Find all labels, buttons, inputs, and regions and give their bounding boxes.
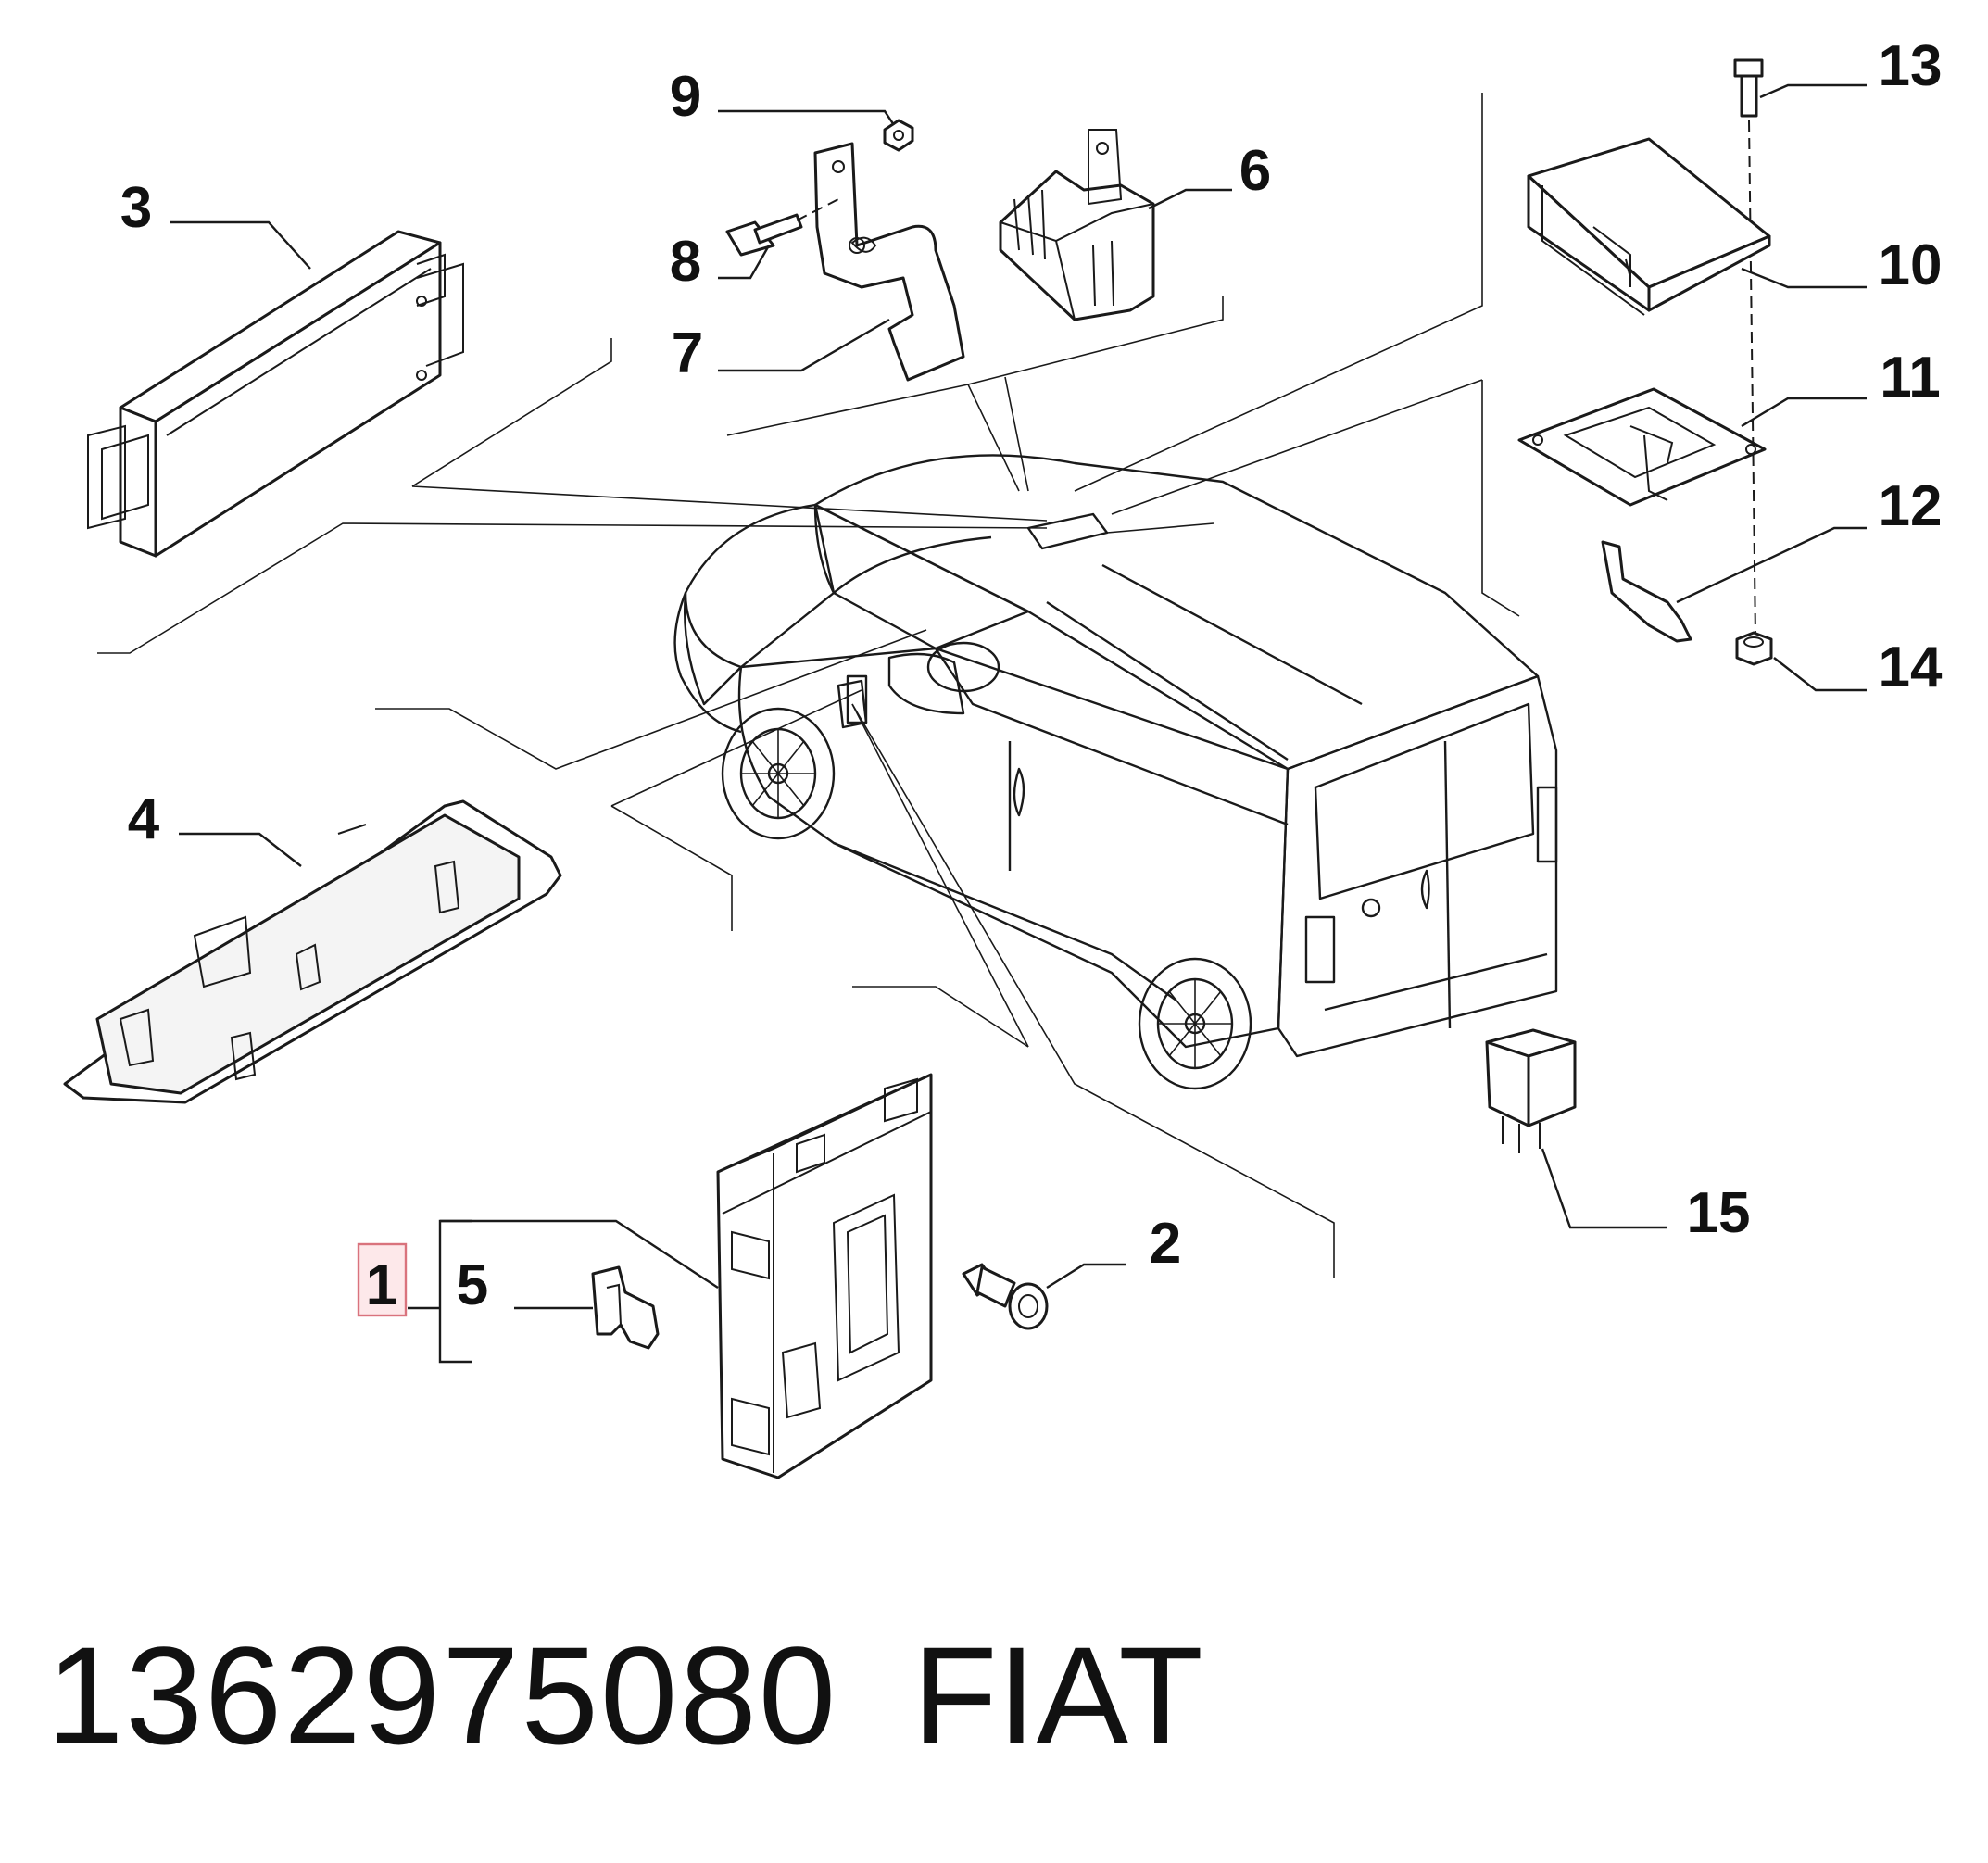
part-12-bracket[interactable] bbox=[1601, 540, 1692, 643]
highlight-box-1 bbox=[357, 1242, 408, 1317]
part-13-bolt[interactable] bbox=[1733, 58, 1764, 640]
callout-14[interactable]: 14 bbox=[1879, 636, 1943, 699]
leader-lines bbox=[97, 93, 1520, 1278]
callout-8[interactable]: 8 bbox=[670, 230, 701, 294]
callout-2[interactable]: 2 bbox=[1150, 1212, 1181, 1276]
callout-10[interactable]: 10 bbox=[1879, 233, 1943, 297]
callout-leaders bbox=[170, 83, 1867, 1364]
callout-9[interactable]: 9 bbox=[670, 65, 701, 129]
part-1-body-computer[interactable] bbox=[716, 1073, 933, 1479]
part-10-airbag-ecu[interactable] bbox=[1527, 137, 1771, 316]
callout-11[interactable]: 11 bbox=[1880, 346, 1941, 409]
part-9-nut[interactable] bbox=[883, 119, 914, 152]
callout-13[interactable]: 13 bbox=[1879, 34, 1943, 98]
callout-15[interactable]: 15 bbox=[1687, 1181, 1751, 1245]
callout-6[interactable]: 6 bbox=[1239, 139, 1271, 203]
callout-12[interactable]: 12 bbox=[1879, 474, 1943, 538]
part-15-relay[interactable] bbox=[1485, 1028, 1577, 1153]
brand-text: FIAT bbox=[912, 1618, 1203, 1773]
part-number-text: 1362975080 bbox=[46, 1618, 838, 1773]
part-8-bolt[interactable] bbox=[725, 198, 839, 257]
callout-5[interactable]: 5 bbox=[457, 1253, 488, 1317]
part-14-nut[interactable] bbox=[1735, 631, 1773, 666]
callout-7[interactable]: 7 bbox=[672, 321, 703, 385]
part-7-bracket[interactable] bbox=[813, 142, 965, 382]
part-2-screw[interactable] bbox=[962, 1263, 1049, 1330]
callout-labels: 1 2 3 4 5 6 7 8 9 10 11 12 13 14 15 bbox=[120, 34, 1943, 1317]
van-illustration bbox=[673, 454, 1558, 1090]
part-5-fuse[interactable] bbox=[591, 1265, 660, 1350]
part-3-control-module[interactable] bbox=[87, 230, 464, 558]
part-11-mounting-plate[interactable] bbox=[1517, 387, 1767, 507]
part-6-relay-block[interactable] bbox=[999, 129, 1155, 321]
callout-3[interactable]: 3 bbox=[120, 176, 152, 240]
callout-4[interactable]: 4 bbox=[128, 787, 160, 851]
part-4-housing[interactable] bbox=[63, 799, 562, 1104]
callout-1[interactable]: 1 bbox=[366, 1253, 397, 1317]
